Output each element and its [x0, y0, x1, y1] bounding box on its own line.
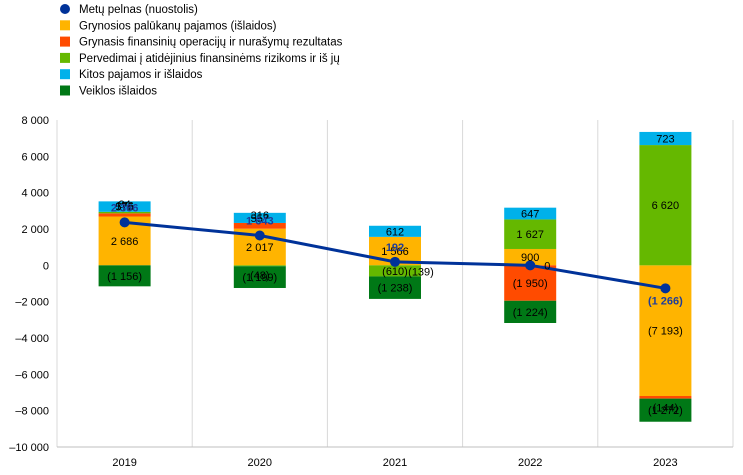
data-label: (48): [250, 270, 270, 282]
x-axis: 2019 2020 2021 2022 2023: [112, 457, 677, 469]
bar-segment: [504, 248, 557, 266]
legend-marker-line: [60, 4, 70, 14]
y-tick-label: –6 000: [15, 369, 49, 381]
bar-segment: [504, 265, 557, 301]
y-tick-label: –8 000: [15, 406, 49, 418]
profit-line: [119, 217, 671, 294]
data-label: 84: [118, 199, 130, 211]
data-label: 900: [521, 252, 539, 264]
bar-segment: [369, 276, 421, 299]
x-tick-label: 2021: [383, 457, 407, 469]
bar-segment: [504, 207, 557, 220]
bar-segment: [233, 222, 286, 229]
bar-segment: [233, 212, 286, 223]
data-label: (1 238): [378, 283, 413, 295]
profit-label: (1 266): [648, 295, 683, 307]
y-tick-label: –10 000: [9, 442, 49, 454]
data-label: 2 017: [246, 242, 274, 254]
data-label: 575: [115, 202, 133, 214]
legend-label: Grynasis finansinių operacijų ir nurašym…: [79, 37, 343, 49]
data-label: 557: [251, 213, 269, 225]
profit-point: [390, 256, 400, 267]
data-label: (139): [408, 267, 434, 279]
legend-swatch: [60, 69, 70, 80]
profit-point: [660, 283, 671, 294]
x-tick-label: 2019: [112, 457, 136, 469]
bar-segment: [504, 300, 557, 323]
bar-segment: [233, 265, 286, 267]
x-tick-label: 2023: [653, 457, 677, 469]
bar-segment: [504, 219, 557, 249]
legend-label: Pervedimai į atidėjinius finansinėms riz…: [79, 53, 340, 65]
data-label: 612: [386, 226, 404, 238]
bar-segment: [98, 201, 151, 212]
bar-segment: [369, 265, 421, 277]
y-tick-label: 2 000: [21, 224, 49, 236]
legend-swatch: [60, 52, 70, 63]
legend-swatch: [60, 20, 70, 31]
legend-label: Veiklos išlaidos: [79, 86, 157, 98]
data-label: (1 199): [242, 272, 277, 284]
y-tick-label: 6 000: [21, 151, 49, 163]
profit-point: [119, 217, 130, 228]
bar-segment: [639, 131, 692, 146]
legend-label: Grynosios palūkanų pajamos (išlaidos): [79, 20, 277, 32]
legend-swatch: [60, 85, 70, 96]
profit-point: [525, 260, 536, 271]
data-label: (7 193): [648, 326, 683, 338]
bar-segment: [233, 266, 286, 288]
bar-segment: [639, 396, 692, 399]
profit-label: 192: [386, 242, 404, 254]
data-label: 647: [521, 209, 539, 221]
bar-segment: [98, 265, 151, 287]
profit-label: 2 366: [111, 202, 139, 214]
bar-segment: [98, 213, 151, 217]
data-label: 723: [656, 134, 674, 146]
data-label: 1 627: [516, 229, 544, 241]
bar-segment: [98, 211, 151, 214]
legend-label: Kitos pajamos ir išlaidos: [79, 69, 203, 81]
data-label: 176: [115, 200, 133, 212]
x-tick-label: 2022: [518, 457, 542, 469]
data-label: 1 566: [381, 246, 409, 258]
legend-swatch: [60, 36, 70, 47]
y-tick-label: –4 000: [15, 333, 49, 345]
y-tick-label: 4 000: [21, 188, 49, 200]
legend-label: Metų pelnas (nuostolis): [79, 4, 198, 16]
chart-legend: Metų pelnas (nuostolis) Grynosios palūkan…: [60, 4, 343, 98]
bar-segment: [369, 225, 421, 237]
data-label: (1 224): [513, 307, 548, 319]
y-tick-label: 0: [43, 260, 49, 272]
y-tick-label: 8 000: [21, 115, 49, 127]
x-tick-label: 2020: [248, 457, 272, 469]
data-label: 0: [544, 260, 550, 272]
data-labels: 2 686 2 017 1 566 900 (7 193) 176 316 (1 950) (1…: [107, 134, 683, 418]
data-label: (1 156): [107, 271, 142, 283]
chart-grid: [56, 120, 734, 448]
data-label: 316: [251, 210, 269, 222]
data-label: (610): [382, 266, 408, 278]
data-label: (144): [653, 403, 679, 415]
profit-label: 1 643: [246, 215, 274, 227]
bar-segment: [639, 398, 692, 422]
data-label: 6 620: [652, 200, 680, 212]
data-label: 2 686: [111, 236, 139, 248]
profit-point: [254, 230, 265, 241]
bar-segment: [639, 145, 692, 266]
y-tick-label: –2 000: [15, 297, 49, 309]
y-axis: 8 000 6 000 4 000 2 000 0 –2 000 –4 000 –6 000 –…: [9, 115, 49, 454]
data-label: (1 950): [513, 278, 548, 290]
data-label: (1 272): [648, 405, 683, 417]
